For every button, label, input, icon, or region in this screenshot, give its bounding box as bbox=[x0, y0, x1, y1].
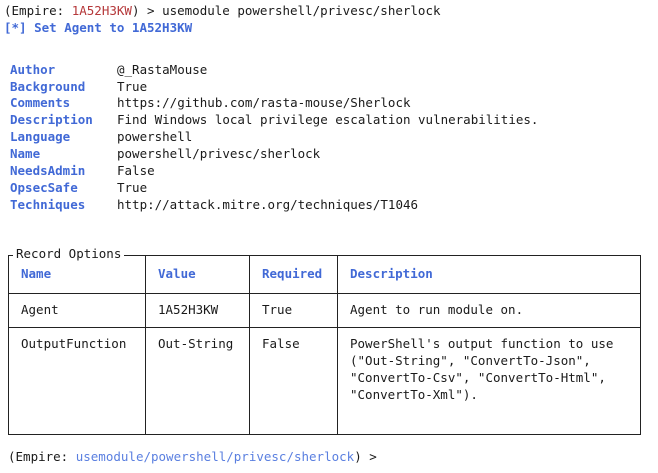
property-value: False bbox=[117, 163, 155, 179]
record-options-table: Name Value Required Description Agent 1A… bbox=[8, 255, 641, 435]
property-row: Language powershell bbox=[10, 129, 658, 146]
property-value: True bbox=[117, 78, 148, 94]
spacer bbox=[4, 54, 658, 62]
spacer bbox=[4, 37, 658, 54]
column-header-required: Required bbox=[249, 255, 338, 295]
property-key: NeedsAdmin bbox=[10, 163, 86, 179]
prompt-prefix: (Empire: bbox=[4, 3, 72, 18]
property-row: Name powershell/privesc/sherlock bbox=[10, 146, 658, 163]
module-info-list: Author @_RastaMouse Background True Comm… bbox=[4, 62, 658, 214]
property-row: NeedsAdmin False bbox=[10, 163, 658, 180]
property-value: powershell bbox=[117, 129, 193, 145]
cell-option-description: PowerShell's output function to use ("Ou… bbox=[337, 327, 641, 435]
cell-option-value: Out-String bbox=[145, 327, 250, 435]
status-text: Set Agent to 1A52H3KW bbox=[26, 19, 193, 35]
property-value: @_RastaMouse bbox=[117, 61, 208, 77]
table-row: Agent 1A52H3KW True Agent to run module … bbox=[8, 293, 641, 329]
record-options-title: Record Options bbox=[13, 247, 125, 262]
property-key: Techniques bbox=[10, 196, 86, 212]
column-header-name: Name bbox=[8, 255, 146, 295]
column-header-description: Description bbox=[337, 255, 641, 295]
cell-option-value: 1A52H3KW bbox=[145, 293, 250, 329]
table-row: OutputFunction Out-String False PowerShe… bbox=[8, 327, 641, 435]
property-key: Language bbox=[10, 129, 71, 145]
record-options-panel: Record Options Name Value Required Descr… bbox=[8, 247, 641, 435]
footer-prompt-prefix: (Empire: bbox=[8, 448, 76, 464]
spacer bbox=[4, 214, 658, 231]
property-key: Name bbox=[10, 146, 41, 162]
table-header-row: Name Value Required Description bbox=[8, 255, 641, 295]
spacer bbox=[4, 231, 658, 248]
cell-option-required: False bbox=[249, 327, 338, 435]
prompt-suffix: ) > bbox=[131, 3, 163, 18]
property-row: Author @_RastaMouse bbox=[10, 62, 658, 79]
property-row: Description Find Windows local privilege… bbox=[10, 112, 658, 129]
property-value: Find Windows local privilege escalation … bbox=[117, 112, 539, 128]
property-row: OpsecSafe True bbox=[10, 180, 658, 197]
property-value: powershell/privesc/sherlock bbox=[117, 146, 321, 162]
property-key: Comments bbox=[10, 95, 71, 111]
footer-prompt-path: usemodule/powershell/privesc/sherlock bbox=[75, 448, 355, 464]
cell-option-required: True bbox=[249, 293, 338, 329]
footer-prompt-suffix: ) > bbox=[354, 448, 385, 464]
column-header-value: Value bbox=[145, 255, 250, 295]
command-prompt-line: (Empire: 1A52H3KW) > usemodule powershel… bbox=[4, 3, 658, 20]
property-value: True bbox=[117, 179, 148, 195]
property-key: OpsecSafe bbox=[10, 179, 78, 195]
property-value: http://attack.mitre.org/techniques/T1046 bbox=[117, 196, 419, 212]
property-key: Author bbox=[10, 61, 56, 77]
property-row: Techniques http://attack.mitre.org/techn… bbox=[10, 197, 658, 214]
property-key: Background bbox=[10, 78, 86, 94]
property-row: Background True bbox=[10, 79, 658, 96]
property-key: Description bbox=[10, 112, 93, 128]
prompt-agent-id: 1A52H3KW bbox=[71, 3, 132, 18]
status-marker: [*] bbox=[4, 19, 27, 35]
prompt-command: usemodule powershell/privesc/sherlock bbox=[162, 3, 441, 18]
cell-option-name: Agent bbox=[8, 293, 146, 329]
property-value: https://github.com/rasta-mouse/Sherlock bbox=[117, 95, 411, 111]
property-row: Comments https://github.com/rasta-mouse/… bbox=[10, 95, 658, 112]
cell-option-name: OutputFunction bbox=[8, 327, 146, 435]
status-line: [*] Set Agent to 1A52H3KW bbox=[4, 20, 658, 37]
cell-option-description: Agent to run module on. bbox=[337, 293, 641, 329]
footer-prompt-line[interactable]: (Empire: usemodule/powershell/privesc/sh… bbox=[4, 449, 658, 466]
